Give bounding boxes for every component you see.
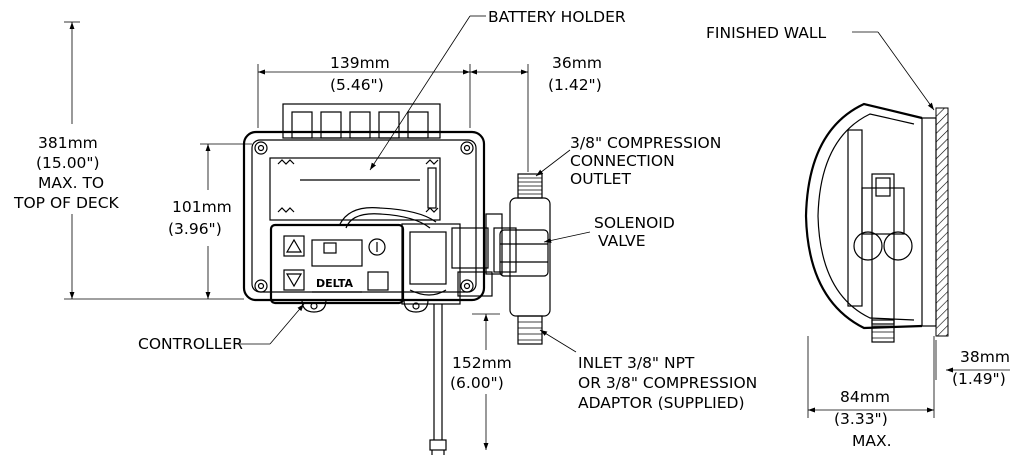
inlet-label-1: INLET 3/8" NPT <box>578 354 695 372</box>
valve-compartment <box>401 213 517 305</box>
inlet-label-2: OR 3/8" COMPRESSION <box>578 374 757 392</box>
brand-label: DELTA <box>316 277 353 290</box>
solenoid-valve <box>499 173 551 345</box>
controller-module: DELTA <box>269 223 405 305</box>
dimension-lines <box>64 21 1010 450</box>
wall-dim-in: (1.49") <box>952 370 1006 388</box>
wall-dim-mm: 38mm <box>960 348 1010 366</box>
width-dim-in: (5.46") <box>330 76 384 94</box>
battery-holder-label: BATTERY HOLDER <box>488 8 626 26</box>
height-dim-mm: 381mm <box>38 134 98 152</box>
inlet-label-3: ADAPTOR (SUPPLIED) <box>578 394 745 412</box>
outlet-dim-mm: 36mm <box>552 54 602 72</box>
wall-hatch <box>935 107 949 337</box>
battery-holder-fins <box>282 103 441 139</box>
solenoid-label-1: SOLENOID <box>594 214 675 232</box>
height-note-1: MAX. TO <box>38 174 104 192</box>
controller-label: CONTROLLER <box>138 335 243 353</box>
depth-dim-mm: 84mm <box>840 388 890 406</box>
depth-dim-in: (3.33") <box>834 410 888 428</box>
width-dim-mm: 139mm <box>330 54 390 72</box>
leader-lines <box>240 15 935 353</box>
front-view: DELTA <box>242 103 551 455</box>
cable-dim-mm: 152mm <box>452 354 512 372</box>
cable-dim-in: (6.00") <box>450 374 504 392</box>
labels: BATTERY HOLDER FINISHED WALL 139mm (5.46… <box>13 8 1010 450</box>
battery-holder <box>269 157 441 221</box>
outlet-label-3: OUTLET <box>570 170 631 188</box>
controller-cable <box>429 304 447 455</box>
outlet-dim-in: (1.42") <box>548 76 602 94</box>
box-dim-in: (3.96") <box>168 220 222 238</box>
enclosure <box>242 130 486 302</box>
solenoid-label-2: VALVE <box>598 232 646 250</box>
side-view <box>804 102 949 343</box>
outlet-label-1: 3/8" COMPRESSION <box>570 134 721 152</box>
finished-wall-label: FINISHED WALL <box>706 24 827 42</box>
depth-dim-note: MAX. <box>852 432 892 450</box>
box-dim-mm: 101mm <box>172 198 232 216</box>
outlet-label-2: CONNECTION <box>570 152 675 170</box>
height-note-2: TOP OF DECK <box>13 194 120 212</box>
height-dim-in: (15.00") <box>36 154 100 172</box>
